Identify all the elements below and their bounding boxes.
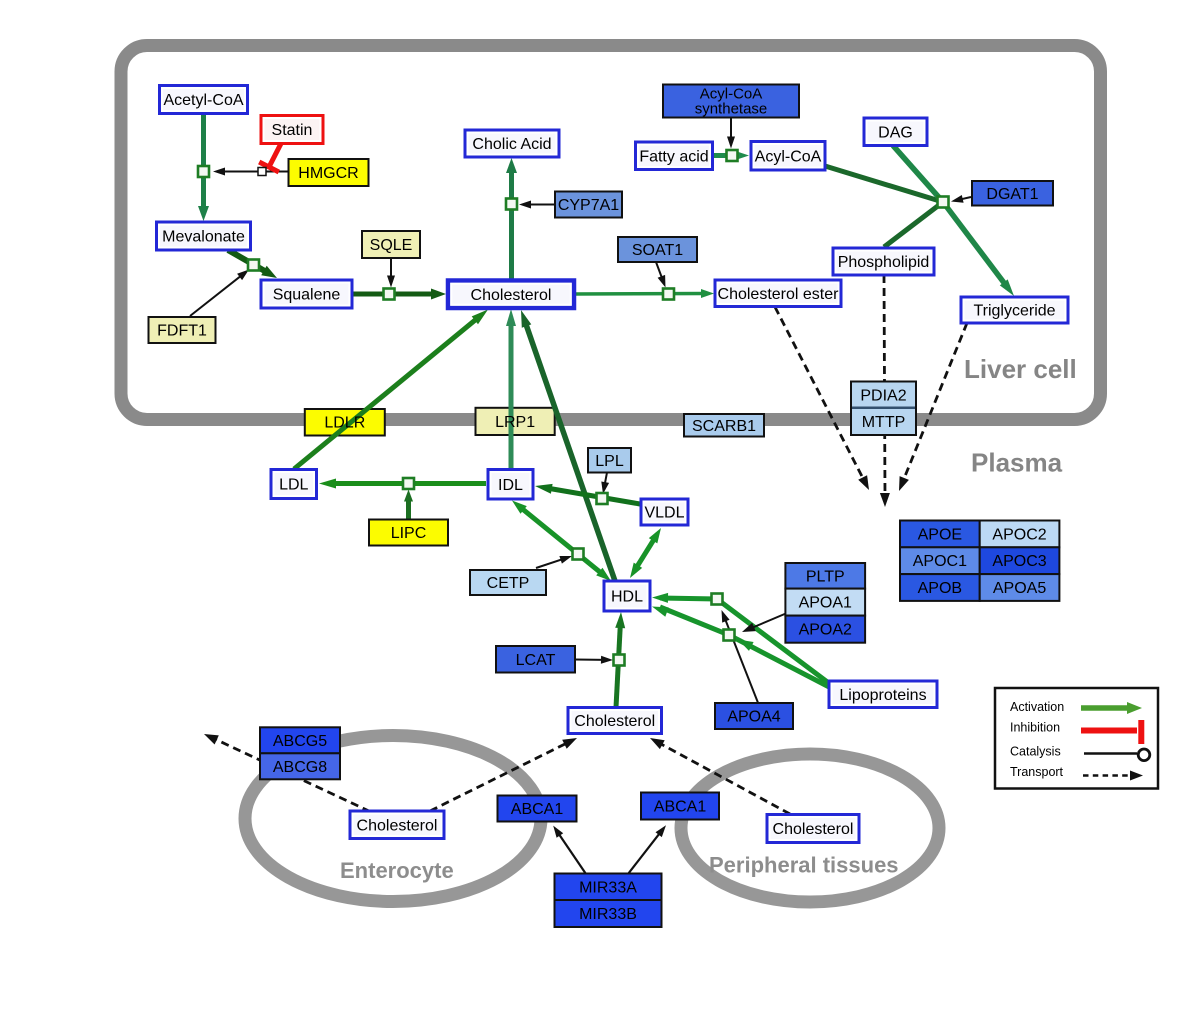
svg-text:APOA5: APOA5 [993,580,1046,597]
svg-text:MTTP: MTTP [862,414,906,431]
svg-text:Cholic Acid: Cholic Acid [472,136,551,153]
svg-text:Peripheral tissues: Peripheral tissues [709,852,899,877]
svg-text:Inhibition: Inhibition [1010,720,1060,734]
svg-text:FDFT1: FDFT1 [157,323,207,340]
svg-text:Plasma: Plasma [971,448,1063,478]
svg-text:APOE: APOE [918,526,962,543]
svg-text:CETP: CETP [487,575,530,592]
svg-text:Cholesterol: Cholesterol [471,287,552,304]
svg-text:DGAT1: DGAT1 [986,186,1038,203]
svg-text:Enterocyte: Enterocyte [340,858,454,883]
svg-text:APOC2: APOC2 [992,526,1046,543]
svg-text:APOA1: APOA1 [799,595,852,612]
svg-text:APOA4: APOA4 [727,709,780,726]
svg-text:Acetyl-CoA: Acetyl-CoA [163,92,243,109]
svg-text:Liver cell: Liver cell [964,354,1077,384]
svg-text:Statin: Statin [272,122,313,139]
svg-text:HMGCR: HMGCR [298,165,358,182]
svg-text:Cholesterol: Cholesterol [357,817,438,834]
svg-text:LPL: LPL [595,453,624,470]
svg-text:Acyl-CoA: Acyl-CoA [755,148,822,165]
svg-text:APOB: APOB [918,580,962,597]
svg-text:ABCA1: ABCA1 [511,801,564,818]
svg-text:VLDL: VLDL [644,505,684,522]
svg-text:ABCG8: ABCG8 [273,759,327,776]
svg-text:APOC3: APOC3 [992,553,1046,570]
svg-text:APOA2: APOA2 [799,622,852,639]
svg-text:MIR33A: MIR33A [579,879,637,896]
svg-text:Catalysis: Catalysis [1010,745,1061,759]
svg-text:SCARB1: SCARB1 [692,418,756,435]
svg-text:LDL: LDL [279,477,308,494]
svg-text:SOAT1: SOAT1 [632,242,683,259]
svg-text:PDIA2: PDIA2 [860,387,906,404]
svg-text:Phospholipid: Phospholipid [838,254,930,271]
svg-text:LCAT: LCAT [516,652,556,669]
svg-text:Cholesterol ester: Cholesterol ester [718,286,840,303]
svg-text:Squalene: Squalene [273,287,341,304]
svg-text:SQLE: SQLE [370,237,413,254]
svg-text:MIR33B: MIR33B [579,906,637,923]
svg-text:Fatty acid: Fatty acid [639,148,708,165]
svg-text:ABCG5: ABCG5 [273,733,327,750]
svg-text:LDLR: LDLR [324,415,365,432]
svg-text:LIPC: LIPC [391,525,427,542]
svg-text:LRP1: LRP1 [495,414,535,431]
svg-text:Cholesterol: Cholesterol [574,713,655,730]
svg-text:CYP7A1: CYP7A1 [558,197,619,214]
svg-text:ABCA1: ABCA1 [654,799,707,816]
svg-text:Transport: Transport [1010,765,1064,779]
svg-text:Mevalonate: Mevalonate [162,229,245,246]
svg-text:APOC1: APOC1 [913,553,967,570]
svg-text:IDL: IDL [498,477,523,494]
svg-text:HDL: HDL [611,589,643,606]
svg-text:synthetase: synthetase [695,101,768,118]
svg-text:Lipoproteins: Lipoproteins [839,687,926,704]
svg-text:Triglyceride: Triglyceride [973,303,1055,320]
svg-text:Activation: Activation [1010,700,1064,714]
svg-text:PLTP: PLTP [806,568,845,585]
svg-text:DAG: DAG [878,124,913,141]
svg-text:Cholesterol: Cholesterol [773,821,854,838]
